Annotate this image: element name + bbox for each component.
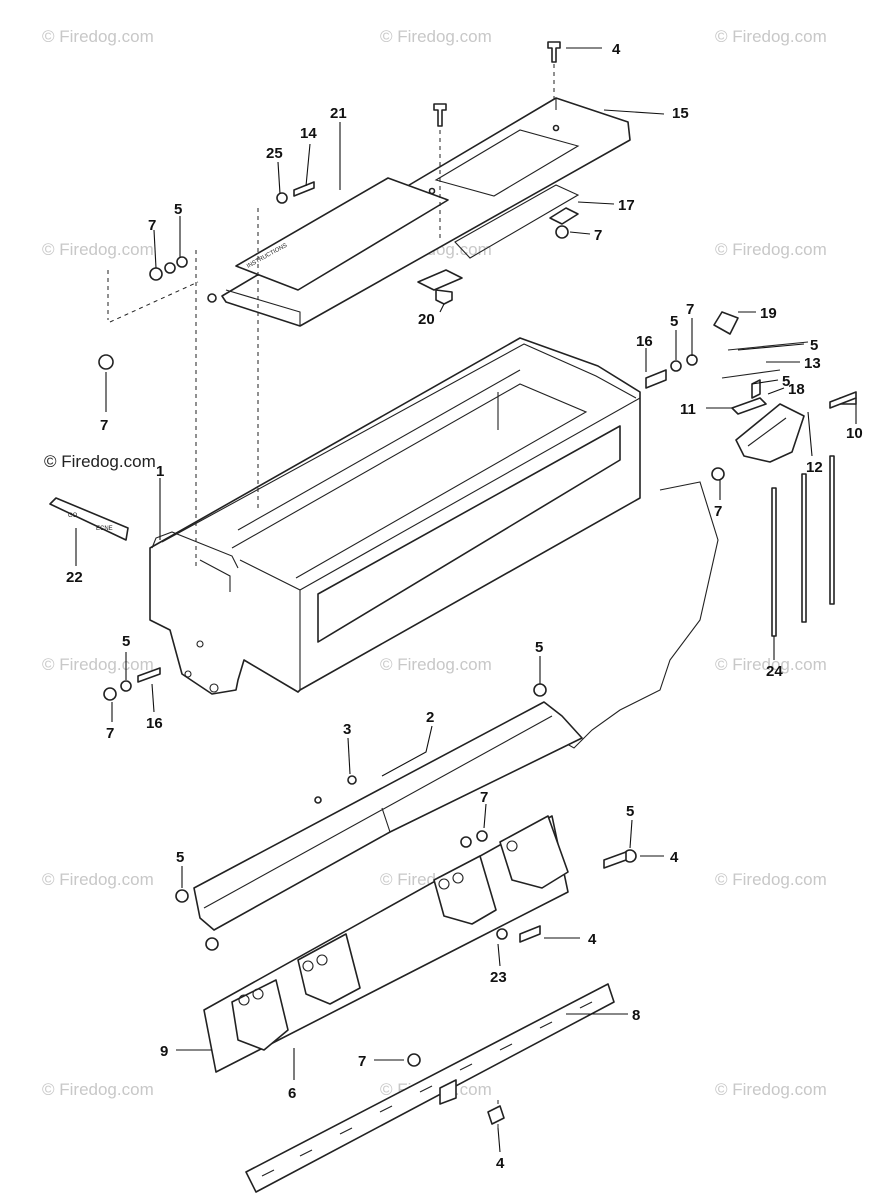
linkage-assembly [713, 311, 857, 463]
callout-7: 7 [594, 227, 602, 244]
callout-11: 11 [680, 401, 696, 418]
decal-part-21: INSTRUCTIONS [235, 177, 449, 291]
callout-5: 5 [174, 201, 182, 218]
callout-9: 9 [160, 1043, 168, 1060]
callout-5: 5 [122, 633, 130, 650]
callout-14: 14 [300, 125, 317, 142]
hopper-body-part-1 [149, 337, 641, 695]
callout-4: 4 [612, 41, 621, 58]
callout-5: 5 [670, 313, 678, 330]
callout-25: 25 [266, 145, 283, 162]
watermark: © Firedog.com [42, 655, 154, 674]
callout-6: 6 [288, 1085, 296, 1102]
callout-8: 8 [632, 1007, 640, 1024]
callout-19: 19 [760, 305, 777, 322]
leader-lines [75, 47, 857, 1153]
callout-1: 1 [156, 463, 164, 480]
tie-part-24 [771, 455, 835, 637]
callout-4: 4 [496, 1155, 505, 1172]
callout-5: 5 [626, 803, 634, 820]
callout-7: 7 [686, 301, 694, 318]
callout-10: 10 [846, 425, 863, 442]
main-watermark: © Firedog.com [44, 452, 156, 471]
callout-7: 7 [106, 725, 114, 742]
watermark: © Firedog.com [42, 1080, 154, 1099]
watermark: © Firedog.com [715, 240, 827, 259]
fastener-layer [98, 41, 857, 1125]
watermark: © Firedog.com [42, 240, 154, 259]
bracket-part-17 [549, 207, 579, 225]
callout-5: 5 [176, 849, 184, 866]
callout-5: 5 [535, 639, 543, 656]
callout-21: 21 [330, 105, 347, 122]
callout-5: 5 [782, 373, 790, 390]
callout-22: 22 [66, 569, 83, 586]
watermark: © Firedog.com [715, 1080, 827, 1099]
callout-7: 7 [100, 417, 108, 434]
callout-23: 23 [490, 969, 507, 986]
callout-24: 24 [766, 663, 783, 680]
callout-5: 5 [810, 337, 818, 354]
callout-16: 16 [146, 715, 163, 732]
callout-13: 13 [804, 355, 821, 372]
watermark: © Firedog.com [715, 655, 827, 674]
watermark: © Firedog.com [715, 870, 827, 889]
callout-7: 7 [714, 503, 722, 520]
callout-4: 4 [588, 931, 597, 948]
callout-layer: 4 15 21 14 25 17 7 5 7 20 7 16 5 7 19 5 … [66, 41, 863, 1172]
watermark: © Firedog.com [380, 655, 492, 674]
callout-16: 16 [636, 333, 653, 350]
callout-12: 12 [806, 459, 823, 476]
watermark: © Firedog.com [42, 27, 154, 46]
plate-text-left: GO [68, 513, 78, 519]
plate-text-right: ECNE [96, 526, 113, 532]
callout-17: 17 [618, 197, 635, 214]
callout-15: 15 [672, 105, 689, 122]
bracket-plate-part-9 [203, 815, 569, 1073]
watermark: © Firedog.com [380, 27, 492, 46]
clip-part-20 [417, 269, 463, 305]
callout-7: 7 [358, 1053, 366, 1070]
callout-7: 7 [480, 789, 488, 806]
callout-2: 2 [426, 709, 434, 726]
control-rod [547, 481, 719, 749]
alignment-line [109, 281, 199, 323]
callout-20: 20 [418, 311, 435, 328]
gate-bar-part-8 [245, 983, 615, 1193]
callout-18: 18 [788, 381, 805, 398]
callout-3: 3 [343, 721, 351, 738]
name-plate-part-22: GO ECNE [49, 497, 129, 541]
watermark: © Firedog.com [42, 870, 154, 889]
callout-7: 7 [148, 217, 156, 234]
rail-part-2 [193, 701, 583, 951]
callout-4: 4 [670, 849, 679, 866]
watermark: © Firedog.com [715, 27, 827, 46]
